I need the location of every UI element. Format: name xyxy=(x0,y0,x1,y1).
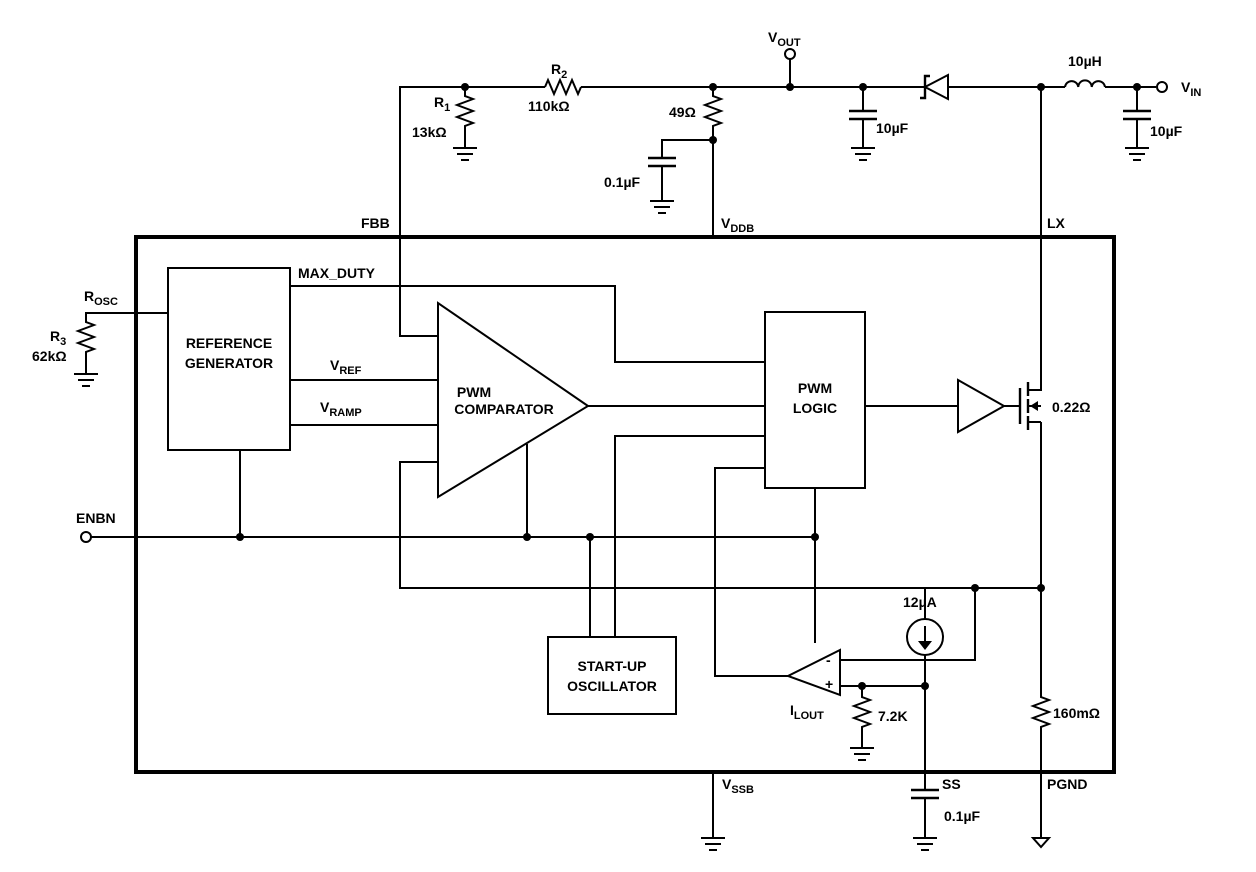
vref-label: VREF xyxy=(330,357,362,377)
r2-label: R2 xyxy=(551,61,567,81)
r2-value: 110kΩ xyxy=(528,98,570,114)
r3-value: 62kΩ xyxy=(32,348,67,364)
inductor xyxy=(1064,79,1106,88)
i-source-value: 12µA xyxy=(903,594,937,610)
startup-oscillator-block xyxy=(547,636,677,715)
vout-label: VOUT xyxy=(768,29,801,49)
rosc-label: ROSC xyxy=(84,288,118,308)
vramp-label: VRAMP xyxy=(320,399,362,419)
r-sense-value: 160mΩ xyxy=(1053,705,1100,721)
pwm-comparator-line2: COMPARATOR xyxy=(454,401,554,417)
ilout-plus: + xyxy=(825,676,833,692)
vssb-ground xyxy=(701,772,725,851)
enbn-pin[interactable] xyxy=(80,531,92,543)
resistor-r3 xyxy=(74,312,168,387)
r1-value: 13kΩ xyxy=(412,124,447,140)
r-ilim-value: 7.2K xyxy=(878,708,908,724)
mosfet-ron-label: 0.22Ω xyxy=(1052,399,1090,415)
c-out-value: 10µF xyxy=(876,120,909,136)
vssb-label: VSSB xyxy=(722,776,754,796)
reference-generator-line2: GENERATOR xyxy=(185,355,273,371)
vin-label: VIN xyxy=(1181,79,1201,99)
schottky-diode xyxy=(918,73,949,101)
junction-enbn-240 xyxy=(236,533,244,541)
r1-label: R1 xyxy=(434,94,450,114)
pwm-comparator xyxy=(437,301,590,499)
reference-generator-line1: REFERENCE xyxy=(186,335,272,351)
lx-label: LX xyxy=(1047,215,1066,231)
c-in-value: 10µF xyxy=(1150,123,1183,139)
pwm-logic-line1: PWM xyxy=(798,380,832,396)
resistor-sense xyxy=(1030,588,1052,849)
junction-49-top xyxy=(709,83,717,91)
fbb-internal-wire xyxy=(399,237,438,337)
startup-oscillator-line1: START-UP xyxy=(578,658,647,674)
current-source-12ua xyxy=(906,588,944,686)
resistor-7-2k xyxy=(850,686,874,761)
startup-to-logic-wire xyxy=(614,435,765,637)
pwm-logic-line2: LOGIC xyxy=(793,400,837,416)
c-vddb-value: 0.1µF xyxy=(604,174,641,190)
ss-label: SS xyxy=(942,776,961,792)
r3-label: R3 xyxy=(50,328,66,348)
vddb-label: VDDB xyxy=(721,215,754,235)
max-duty-label: MAX_DUTY xyxy=(298,265,376,281)
startup-oscillator-line2: OSCILLATOR xyxy=(567,678,657,694)
junction-vout xyxy=(786,83,794,91)
inductor-value: 10µH xyxy=(1068,53,1102,69)
current-limit-comparator xyxy=(785,648,841,697)
vout-pin[interactable] xyxy=(784,48,796,60)
c-ss-value: 0.1µF xyxy=(944,808,981,824)
feedback-loop-wire xyxy=(399,461,1041,589)
ic-package-outline xyxy=(134,235,1116,774)
max-duty-wire xyxy=(290,285,765,363)
vin-pin[interactable] xyxy=(1156,81,1168,93)
reference-generator-block xyxy=(167,267,291,451)
power-mosfet xyxy=(1018,382,1042,588)
ilout-minus: - xyxy=(826,652,831,668)
enbn-label: ENBN xyxy=(76,510,116,526)
junction-r1 xyxy=(461,83,469,91)
ilout-label: ILOUT xyxy=(790,702,824,722)
pgnd-label: PGND xyxy=(1047,776,1087,792)
fbb-label: FBB xyxy=(361,215,390,231)
capacitor-input xyxy=(1123,87,1151,161)
pwm-comparator-line1: PWM xyxy=(457,384,491,400)
capacitor-vddb xyxy=(648,139,713,214)
ilout-to-logic-wire xyxy=(714,467,788,677)
ilout-minus-wire xyxy=(840,588,976,661)
resistor-49-ohm xyxy=(702,87,724,237)
r49-value: 49Ω xyxy=(669,104,696,120)
pwm-logic-block xyxy=(764,311,866,489)
capacitor-ss xyxy=(911,788,939,851)
capacitor-output xyxy=(849,87,877,161)
junction-enbn-527 xyxy=(523,533,531,541)
resistor-r1 xyxy=(453,87,477,161)
resistor-r2 xyxy=(544,77,582,97)
gate-driver xyxy=(957,378,1007,434)
